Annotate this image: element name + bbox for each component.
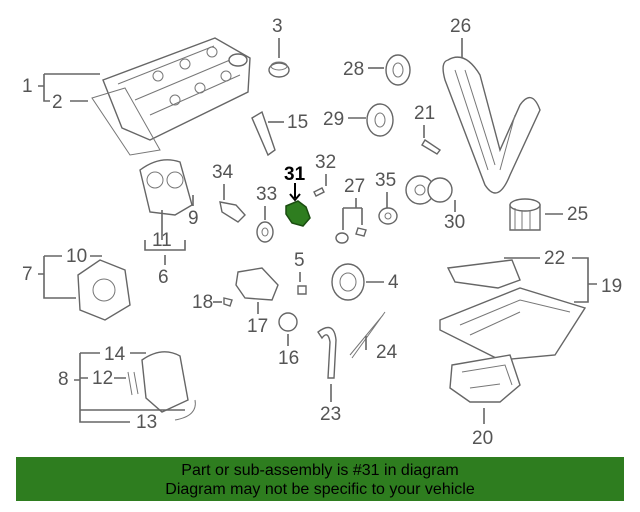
callout-29: 29	[323, 109, 344, 130]
callout-15: 15	[287, 112, 308, 133]
callout-31: 31	[284, 164, 306, 185]
timing-cover-upper-part[interactable]	[139, 159, 193, 216]
banner-line-2: Diagram may not be specific to your vehi…	[165, 481, 475, 498]
dipstick-part[interactable]	[349, 311, 386, 359]
callout-7: 7	[22, 264, 33, 285]
leader-8-12-13-14	[74, 352, 185, 423]
callout-17: 17	[247, 316, 268, 337]
callout-10: 10	[66, 246, 87, 267]
pickup-tube-part[interactable]	[317, 326, 337, 379]
callout-34: 34	[212, 162, 234, 183]
gear-16-part[interactable]	[278, 312, 298, 332]
banner-line-1: Part or sub-assembly is #31 in diagram	[181, 462, 459, 479]
tensioner-part-highlighted[interactable]	[285, 200, 311, 227]
bracket-part[interactable]	[251, 110, 276, 157]
callout-5: 5	[294, 250, 305, 271]
valve-cover-part[interactable]	[91, 37, 251, 156]
callout-11: 11	[152, 230, 172, 251]
callout-12: 12	[92, 368, 113, 389]
leader-1-2	[38, 73, 100, 102]
water-pump-part[interactable]	[405, 175, 453, 205]
callout-21: 21	[414, 103, 435, 124]
cap-part[interactable]	[268, 61, 290, 78]
callout-30: 30	[444, 212, 465, 233]
oil-pan-upper-part[interactable]	[439, 259, 587, 361]
callout-32: 32	[315, 152, 336, 173]
callout-8: 8	[58, 369, 69, 390]
sensor-part[interactable]	[219, 201, 246, 223]
callout-3: 3	[272, 16, 283, 37]
callout-13: 13	[136, 412, 157, 433]
crank-pulley-part[interactable]	[331, 263, 365, 301]
leader-19-22	[504, 257, 597, 303]
parts-diagram-svg: 1 2 3 26 28 29 21 15 9 11 6	[22, 16, 622, 449]
callout-27: 27	[344, 176, 365, 197]
callout-28: 28	[343, 59, 364, 80]
callout-23: 23	[320, 404, 341, 425]
callout-2: 2	[52, 92, 63, 113]
cam-sprocket-lower-part[interactable]	[366, 103, 394, 137]
mount-bracket-part[interactable]	[235, 267, 279, 301]
idler-pulley-part[interactable]	[256, 221, 274, 243]
spacer-27-part[interactable]	[335, 227, 367, 244]
callout-18: 18	[192, 292, 213, 313]
cam-sprocket-upper-part[interactable]	[385, 54, 411, 86]
timing-belt-part[interactable]	[442, 56, 541, 194]
callout-24: 24	[376, 342, 398, 363]
callout-35: 35	[375, 170, 396, 191]
callout-22: 22	[544, 248, 565, 269]
callout-19: 19	[601, 276, 622, 297]
callout-26: 26	[450, 16, 471, 37]
leader-27	[342, 198, 363, 230]
info-banner: Part or sub-assembly is #31 in diagram D…	[16, 457, 624, 501]
bolt-32-part[interactable]	[313, 187, 325, 197]
timing-cover-lower-part[interactable]	[77, 259, 131, 321]
parts-diagram: 1 2 3 26 28 29 21 15 9 11 6	[22, 16, 622, 449]
oil-pan-lower-part[interactable]	[449, 354, 521, 403]
callout-25: 25	[567, 204, 588, 225]
callout-9: 9	[188, 208, 199, 229]
pin-part[interactable]	[421, 139, 442, 155]
callout-20: 20	[472, 428, 493, 449]
callout-1: 1	[22, 76, 33, 97]
oil-filter-part[interactable]	[509, 198, 541, 231]
callout-4: 4	[388, 272, 399, 293]
washer-35-part[interactable]	[378, 207, 398, 225]
leader-31-arrow	[289, 193, 301, 202]
timing-cover-seal-part[interactable]	[127, 351, 196, 421]
leader-6-9-11	[144, 195, 194, 265]
bolt-5-part[interactable]	[297, 285, 307, 295]
callout-6: 6	[158, 267, 169, 288]
callout-16: 16	[278, 348, 299, 369]
callout-14: 14	[104, 344, 126, 365]
leader-7-10	[38, 255, 102, 299]
bolt-18-part[interactable]	[223, 297, 233, 307]
callout-33: 33	[256, 184, 277, 205]
